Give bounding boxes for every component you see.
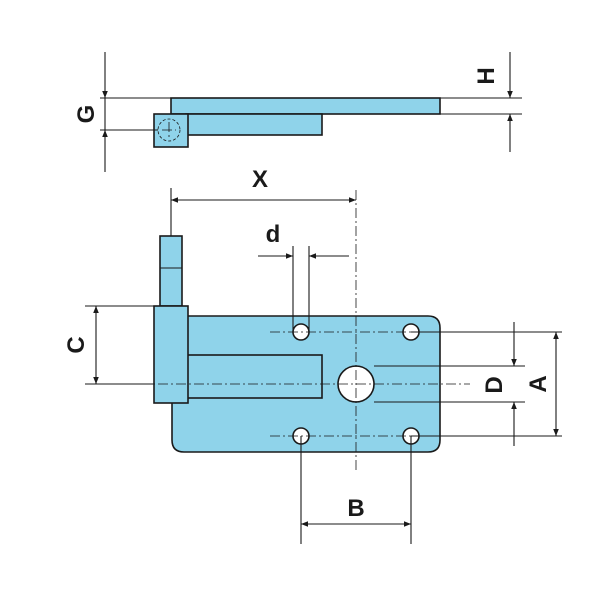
side-view: G H xyxy=(73,52,522,172)
pin-block xyxy=(153,113,189,148)
dimension-label-b: B xyxy=(347,495,364,522)
dimension-label-d: d xyxy=(266,221,281,248)
lower-strap xyxy=(185,113,323,136)
front-view xyxy=(140,190,470,470)
front-dimensions: X d C D A B xyxy=(63,166,562,544)
dimension-label-a: A xyxy=(525,375,552,392)
hinge-barrel xyxy=(153,305,189,404)
pin-section-circle xyxy=(157,118,181,142)
strap xyxy=(185,354,323,399)
pin-upper xyxy=(159,235,183,307)
dimension-label-c: C xyxy=(63,336,90,353)
dimension-label-h: H xyxy=(473,67,500,84)
top-plate xyxy=(170,97,441,115)
dimension-label-x: X xyxy=(252,166,268,193)
dimension-label-g: G xyxy=(73,105,100,124)
dimension-label-D: D xyxy=(481,376,508,393)
